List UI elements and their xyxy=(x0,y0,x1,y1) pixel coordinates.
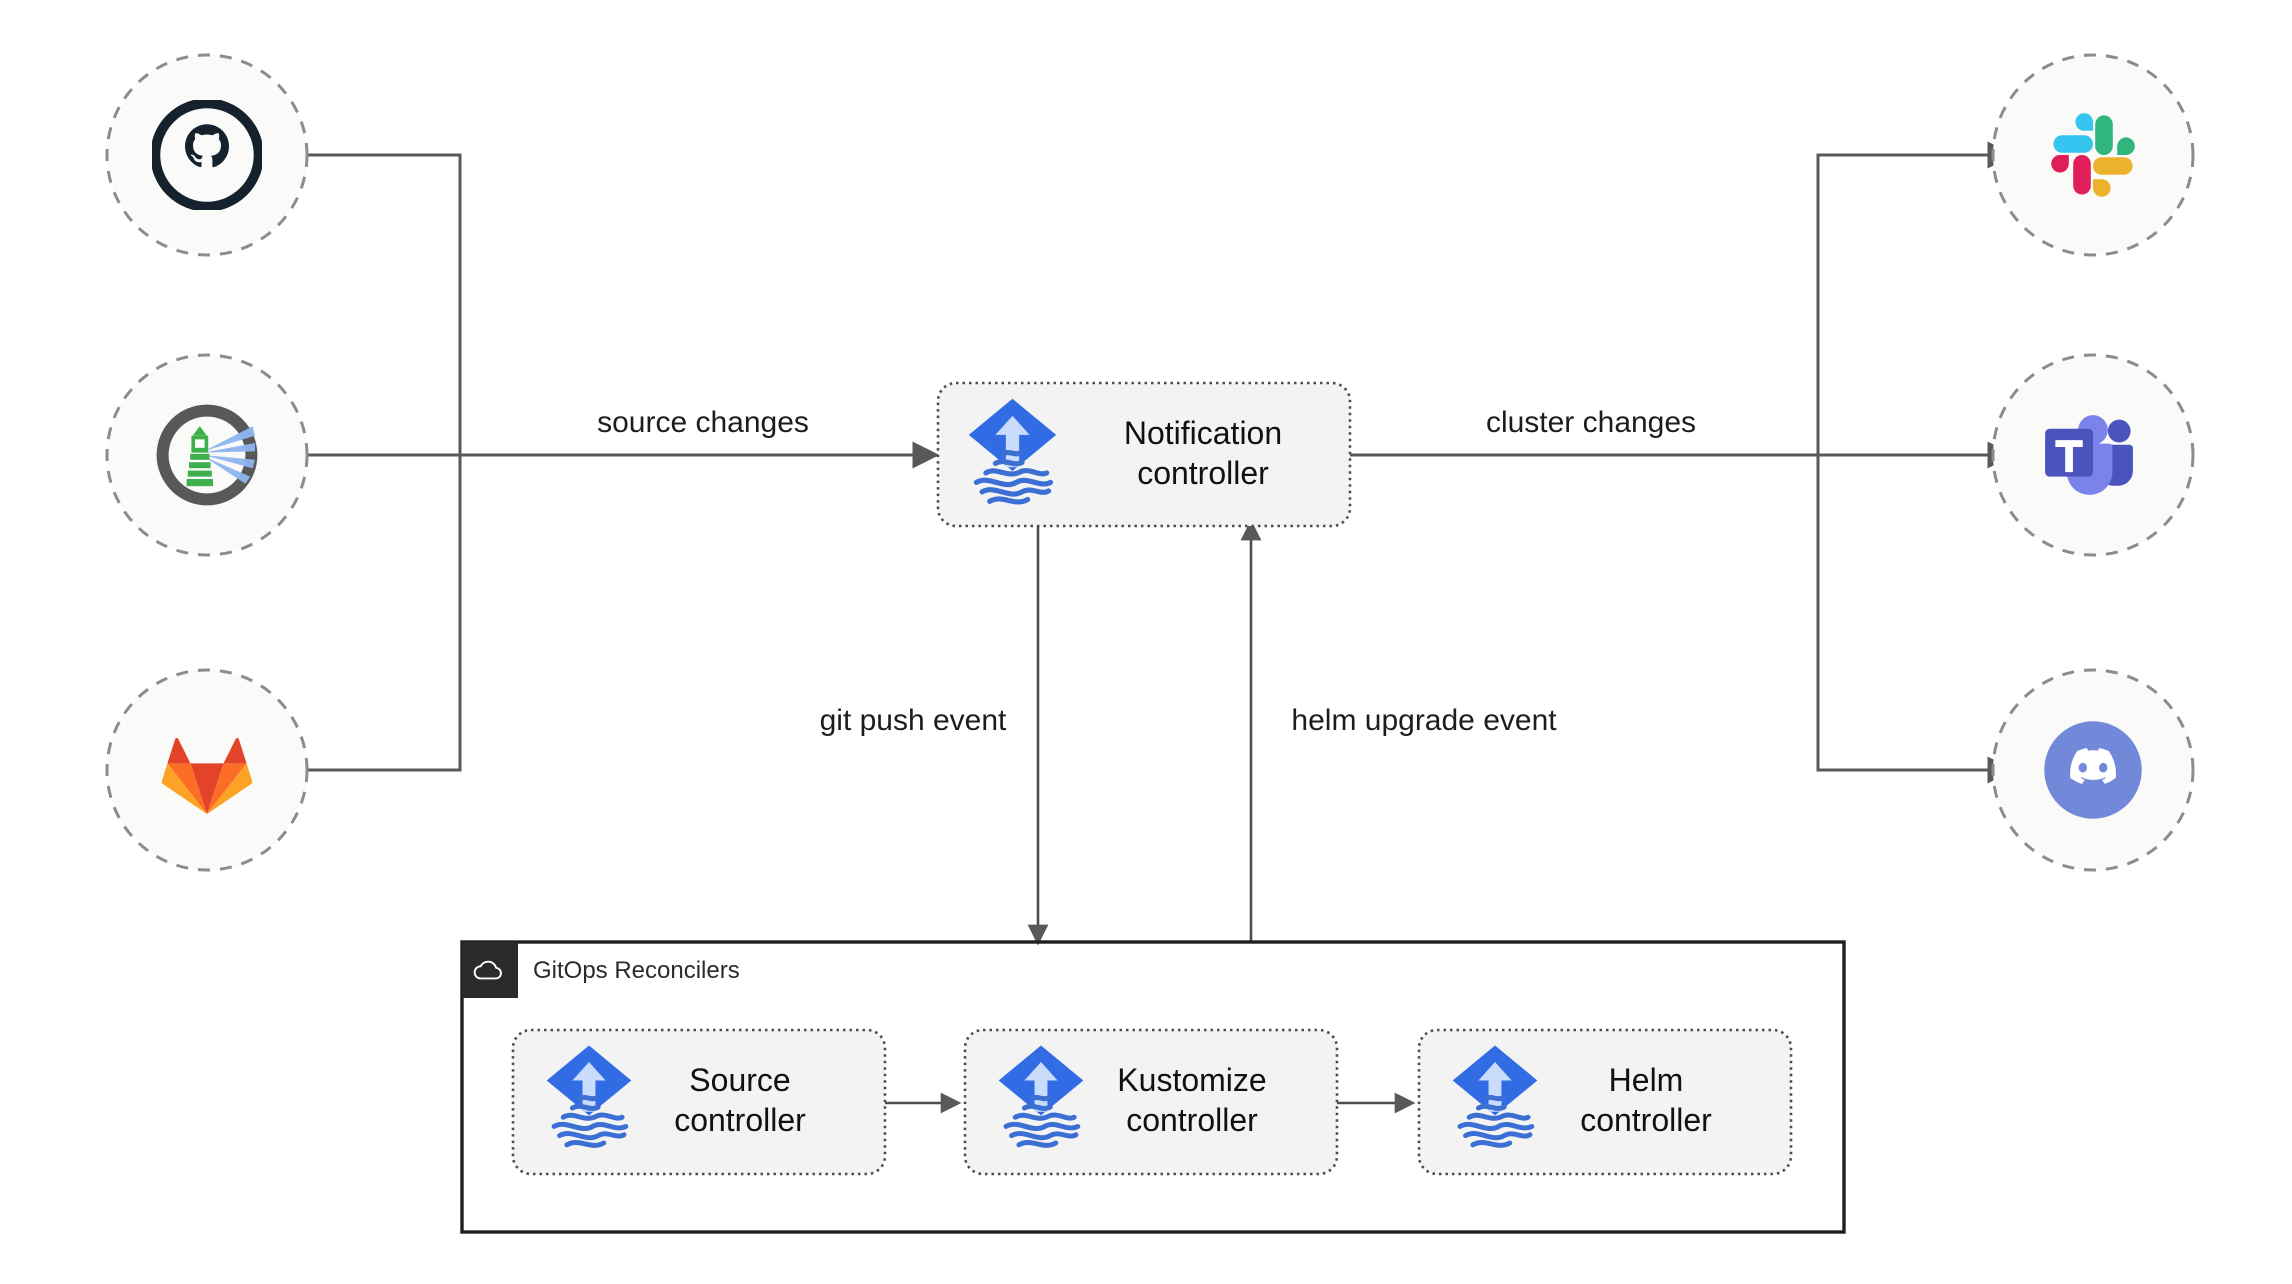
destination-node-teams[interactable] xyxy=(1991,353,2195,557)
edge-label-source-changes: source changes xyxy=(597,406,809,439)
edge-label-cluster-changes: cluster changes xyxy=(1486,406,1696,439)
discord-icon xyxy=(2044,721,2142,819)
slack-node-circle xyxy=(1991,53,2195,257)
source-node-lighthouse[interactable] xyxy=(105,353,309,557)
source-controller-label-line2: controller xyxy=(674,1102,806,1138)
notification-controller-label-line2: controller xyxy=(1137,455,1269,491)
edge-github-to-bus xyxy=(280,153,462,455)
kustomize-controller-label-line2: controller xyxy=(1126,1102,1258,1138)
gitops-reconcilers-tab xyxy=(462,942,518,998)
kustomize-controller-label-line1: Kustomize xyxy=(1117,1062,1266,1098)
kustomize-controller-node[interactable]: Kustomize controller xyxy=(963,1028,1339,1176)
source-node-gitlab[interactable] xyxy=(105,668,309,872)
edge-bus-to-discord xyxy=(1816,455,2015,784)
helm-controller-label-line1: Helm xyxy=(1609,1062,1684,1098)
source-controller-label-line1: Source xyxy=(689,1062,790,1098)
github-node-circle xyxy=(105,53,309,257)
gitops-reconcilers-box xyxy=(460,940,1846,1234)
notification-controller-node[interactable]: Notification controller xyxy=(936,381,1352,528)
edge-bus-to-slack xyxy=(1816,141,2015,455)
notification-controller-label-line1: Notification xyxy=(1124,415,1282,451)
edge-label-git-push-event: git push event xyxy=(820,704,1007,737)
gitops-reconcilers-title: GitOps Reconcilers xyxy=(533,957,740,984)
source-node-github[interactable] xyxy=(105,53,309,257)
destination-node-slack[interactable] xyxy=(1991,53,2195,257)
connector-layer xyxy=(280,141,2015,1114)
edge-gitlab-to-bus xyxy=(280,455,462,772)
gitops-reconcilers-group: GitOps Reconcilers xyxy=(460,940,1846,1234)
destination-node-discord[interactable] xyxy=(1991,668,2195,872)
edge-label-helm-upgrade-event: helm upgrade event xyxy=(1291,704,1557,737)
helm-controller-label-line2: controller xyxy=(1580,1102,1712,1138)
source-controller-node[interactable]: Source controller xyxy=(511,1028,887,1176)
helm-controller-node[interactable]: Helm controller xyxy=(1417,1028,1793,1176)
